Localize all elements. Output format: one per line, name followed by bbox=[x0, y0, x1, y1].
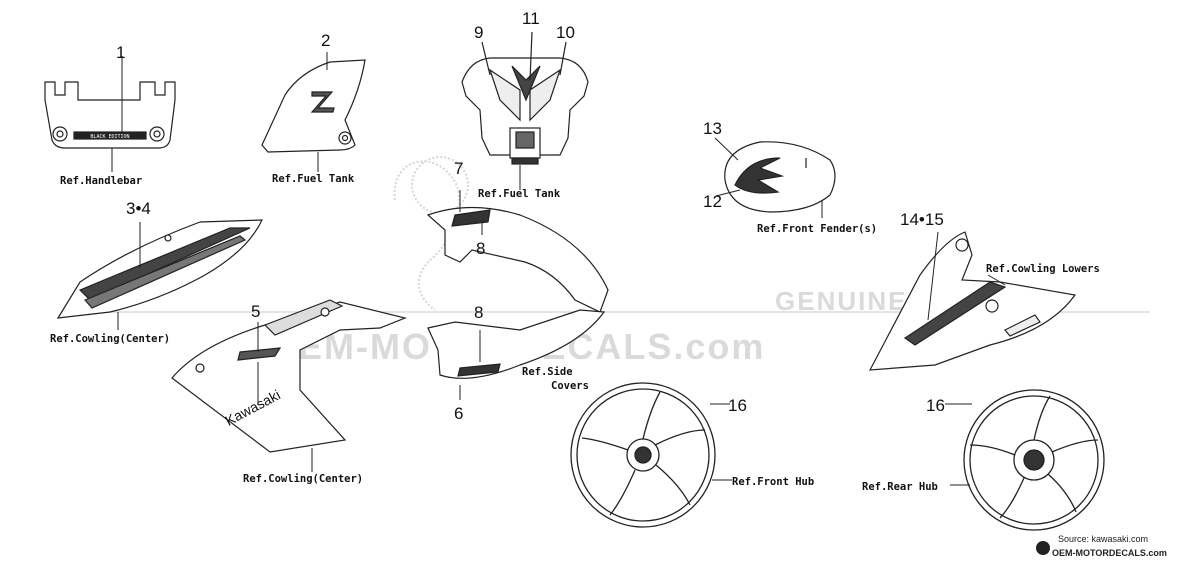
part-rear-wheel bbox=[945, 389, 1105, 531]
part-side-covers bbox=[426, 190, 609, 400]
part-front-wheel bbox=[570, 382, 732, 528]
ref-side-covers-line2: Covers bbox=[551, 380, 589, 392]
callout-6: 6 bbox=[454, 404, 464, 423]
part-tank-top-decals bbox=[461, 31, 589, 190]
callout-10: 10 bbox=[556, 23, 575, 42]
ref-cowling-center-2: Ref.Cowling(Center) bbox=[243, 473, 364, 485]
part-front-fender bbox=[714, 137, 836, 218]
ref-rear-hub: Ref.Rear Hub bbox=[862, 481, 938, 493]
part-handlebar-decal bbox=[44, 56, 176, 149]
ref-cowling-center-1: Ref.Cowling(Center) bbox=[50, 333, 171, 345]
callout-8-lower: 8 bbox=[474, 303, 484, 322]
callout-14-15: 14•15 bbox=[900, 210, 944, 229]
source-brand: OEM-MOTORDECALS.com bbox=[1052, 548, 1167, 558]
ref-side-covers-line1: Ref.Side bbox=[522, 366, 573, 378]
handlebar-decal-text: BLACK EDITION bbox=[90, 134, 129, 140]
ref-front-hub: Ref.Front Hub bbox=[732, 476, 815, 488]
ref-handlebar: Ref.Handlebar bbox=[60, 175, 143, 187]
part-cowling-side bbox=[171, 299, 407, 472]
callout-5: 5 bbox=[251, 302, 261, 321]
part-fuel-tank-decal bbox=[261, 52, 366, 172]
callout-16-rear: 16 bbox=[926, 396, 945, 415]
oem-logo-icon bbox=[1036, 541, 1050, 555]
callout-3-4: 3•4 bbox=[126, 199, 151, 218]
part-cowling-center-upper bbox=[56, 219, 263, 330]
source-credit: Source: kawasaki.com bbox=[1058, 534, 1149, 544]
ref-front-fender: Ref.Front Fender(s) bbox=[757, 223, 878, 235]
callout-9: 9 bbox=[474, 23, 484, 42]
ref-cowling-lowers: Ref.Cowling Lowers bbox=[986, 263, 1100, 275]
callout-12: 12 bbox=[703, 192, 722, 211]
part-cowling-lower bbox=[868, 231, 1077, 371]
callout-13: 13 bbox=[703, 119, 722, 138]
ref-fuel-tank-2: Ref.Fuel Tank bbox=[478, 188, 561, 200]
ref-fuel-tank-1: Ref.Fuel Tank bbox=[272, 173, 355, 185]
watermark-genuine: GENUINE bbox=[775, 286, 908, 316]
callout-1: 1 bbox=[116, 43, 126, 62]
callout-8-upper: 8 bbox=[476, 239, 486, 258]
callout-16-front: 16 bbox=[728, 396, 747, 415]
callout-2: 2 bbox=[321, 31, 331, 50]
callout-11: 11 bbox=[522, 9, 540, 28]
callout-7: 7 bbox=[454, 159, 464, 178]
